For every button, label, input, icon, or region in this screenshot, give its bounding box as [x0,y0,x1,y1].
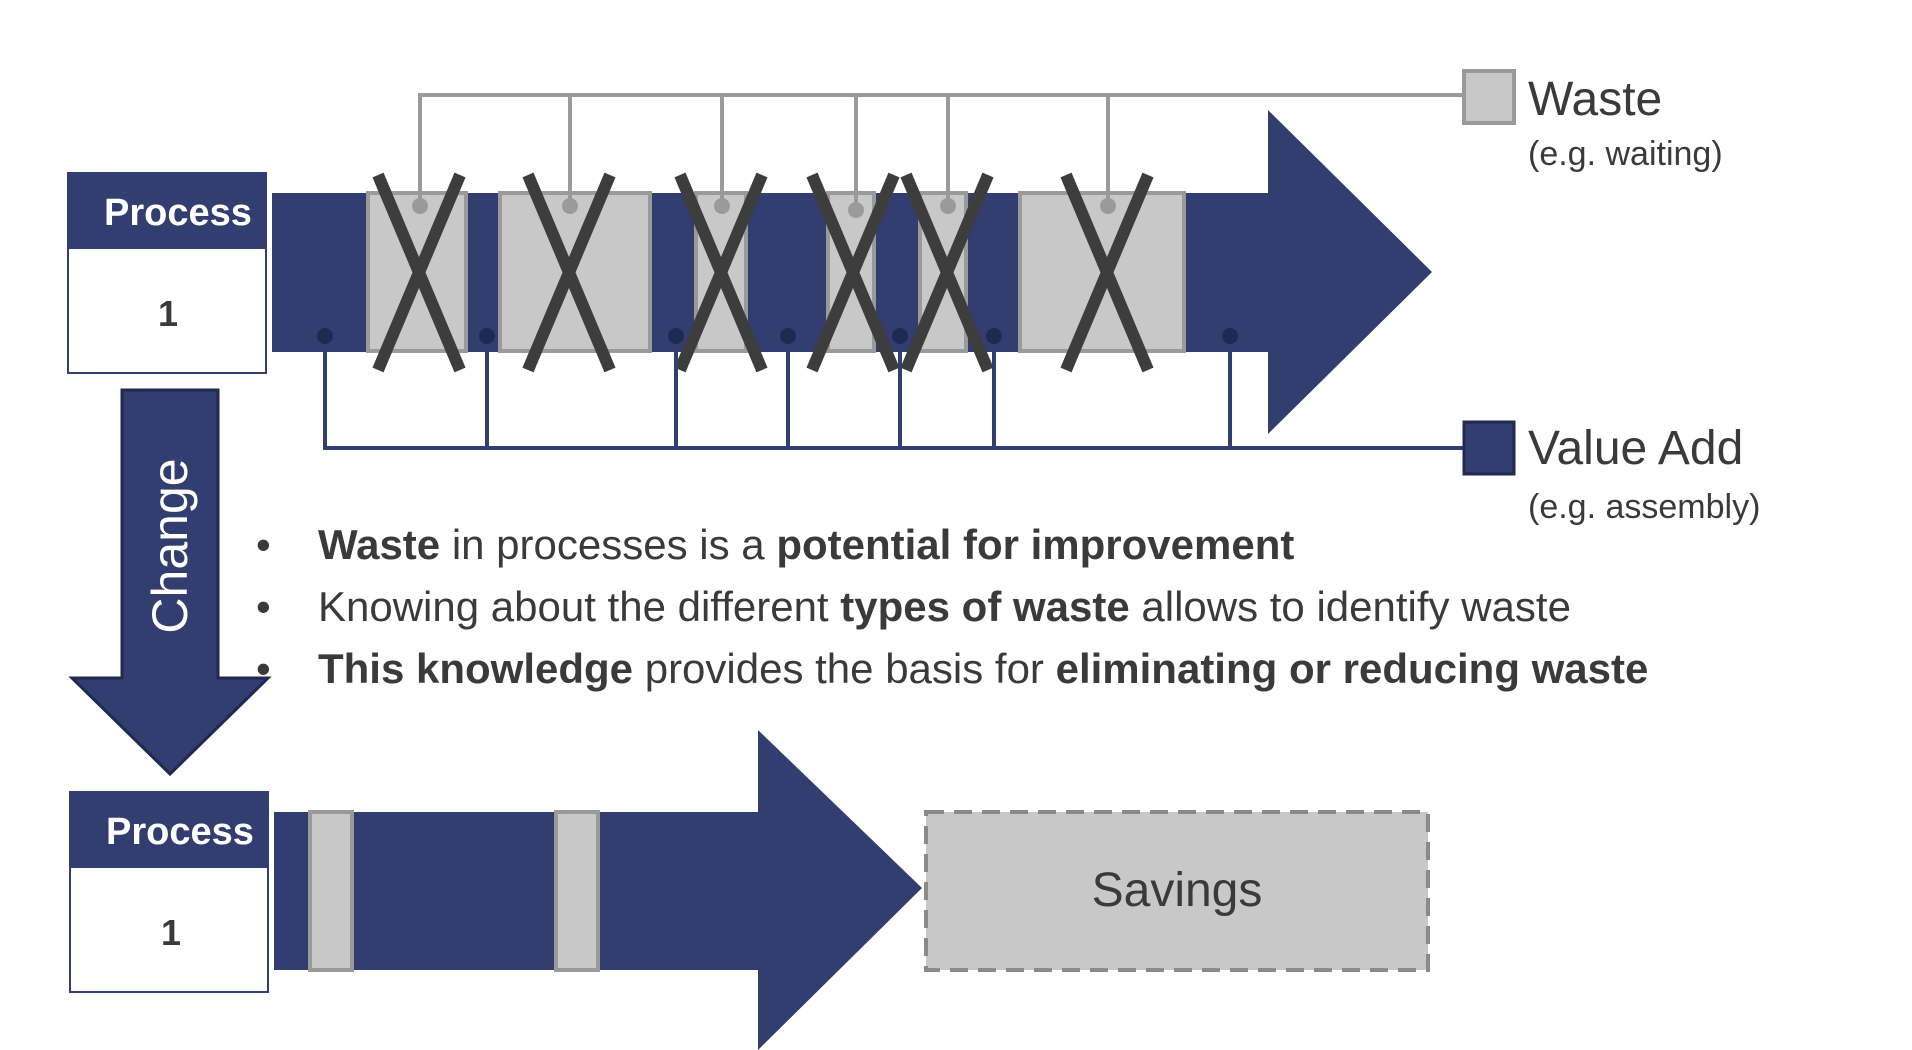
waste-crosses [372,172,1154,373]
key-points-list: Waste in processes is a potential for im… [256,514,1649,700]
savings-box: Savings [924,810,1430,972]
bullet-text-bold: potential for improvement [776,521,1295,568]
cross-mark [372,172,466,373]
bullet-text-bold: Waste [318,521,441,568]
bullet-text-bold: This knowledge [318,645,634,692]
process-box-bottom-header [70,792,268,868]
bullet-text-bold: eliminating or reducing waste [1055,645,1649,692]
legend-value-add-title: Value Add [1528,422,1743,475]
legend: Waste (e.g. waiting) Value Add (e.g. ass… [1462,69,1760,526]
legend-value-add-swatch [1462,420,1516,476]
top-process-row: Process 1 [67,93,1466,450]
change-arrow-shape [68,388,272,777]
cross-mark [674,172,768,373]
process-bottom-header-label: Process [106,811,254,853]
waste-connector-dots [412,198,1116,218]
process-box-top: Process 1 [67,172,267,374]
process-box-bottom: Process 1 [69,791,269,993]
bottom-process-row: Process 1 Savings [69,730,1430,1050]
process-bottom-number: 1 [161,912,181,953]
savings-label: Savings [1092,864,1263,917]
bullet-item: Knowing about the different types of was… [256,576,1648,638]
change-arrow: Change [68,388,272,777]
bullet-text: allows to identify waste [1129,583,1571,630]
legend-waste-swatch [1462,69,1516,125]
value-add-connectors [323,338,1466,450]
waste-segment-bottom [308,810,354,972]
legend-waste-title: Waste [1528,73,1662,126]
cross-mark [522,172,616,373]
bullet-item: This knowledge provides the basis for el… [256,638,1649,700]
process-top-header-label: Process [104,192,252,234]
process-box-top-header [68,173,266,249]
savings-box-frame [924,810,1430,972]
waste-connectors [418,93,1464,205]
cross-mark [900,172,994,373]
cross-mark [1060,172,1154,373]
change-label: Change [142,458,198,633]
bullet-text: Knowing about the different [318,583,841,630]
bullet-text: in processes is a [440,521,777,568]
process-top-number: 1 [158,293,178,334]
value-add-connector-dots [317,328,1238,344]
bullet-text-bold: types of waste [840,583,1130,630]
legend-waste-example: (e.g. waiting) [1528,135,1723,173]
bullet-text: provides the basis for [633,645,1056,692]
bullet-item: Waste in processes is a potential for im… [256,514,1648,576]
waste-segment-bottom [554,810,600,972]
cross-mark [806,172,900,373]
